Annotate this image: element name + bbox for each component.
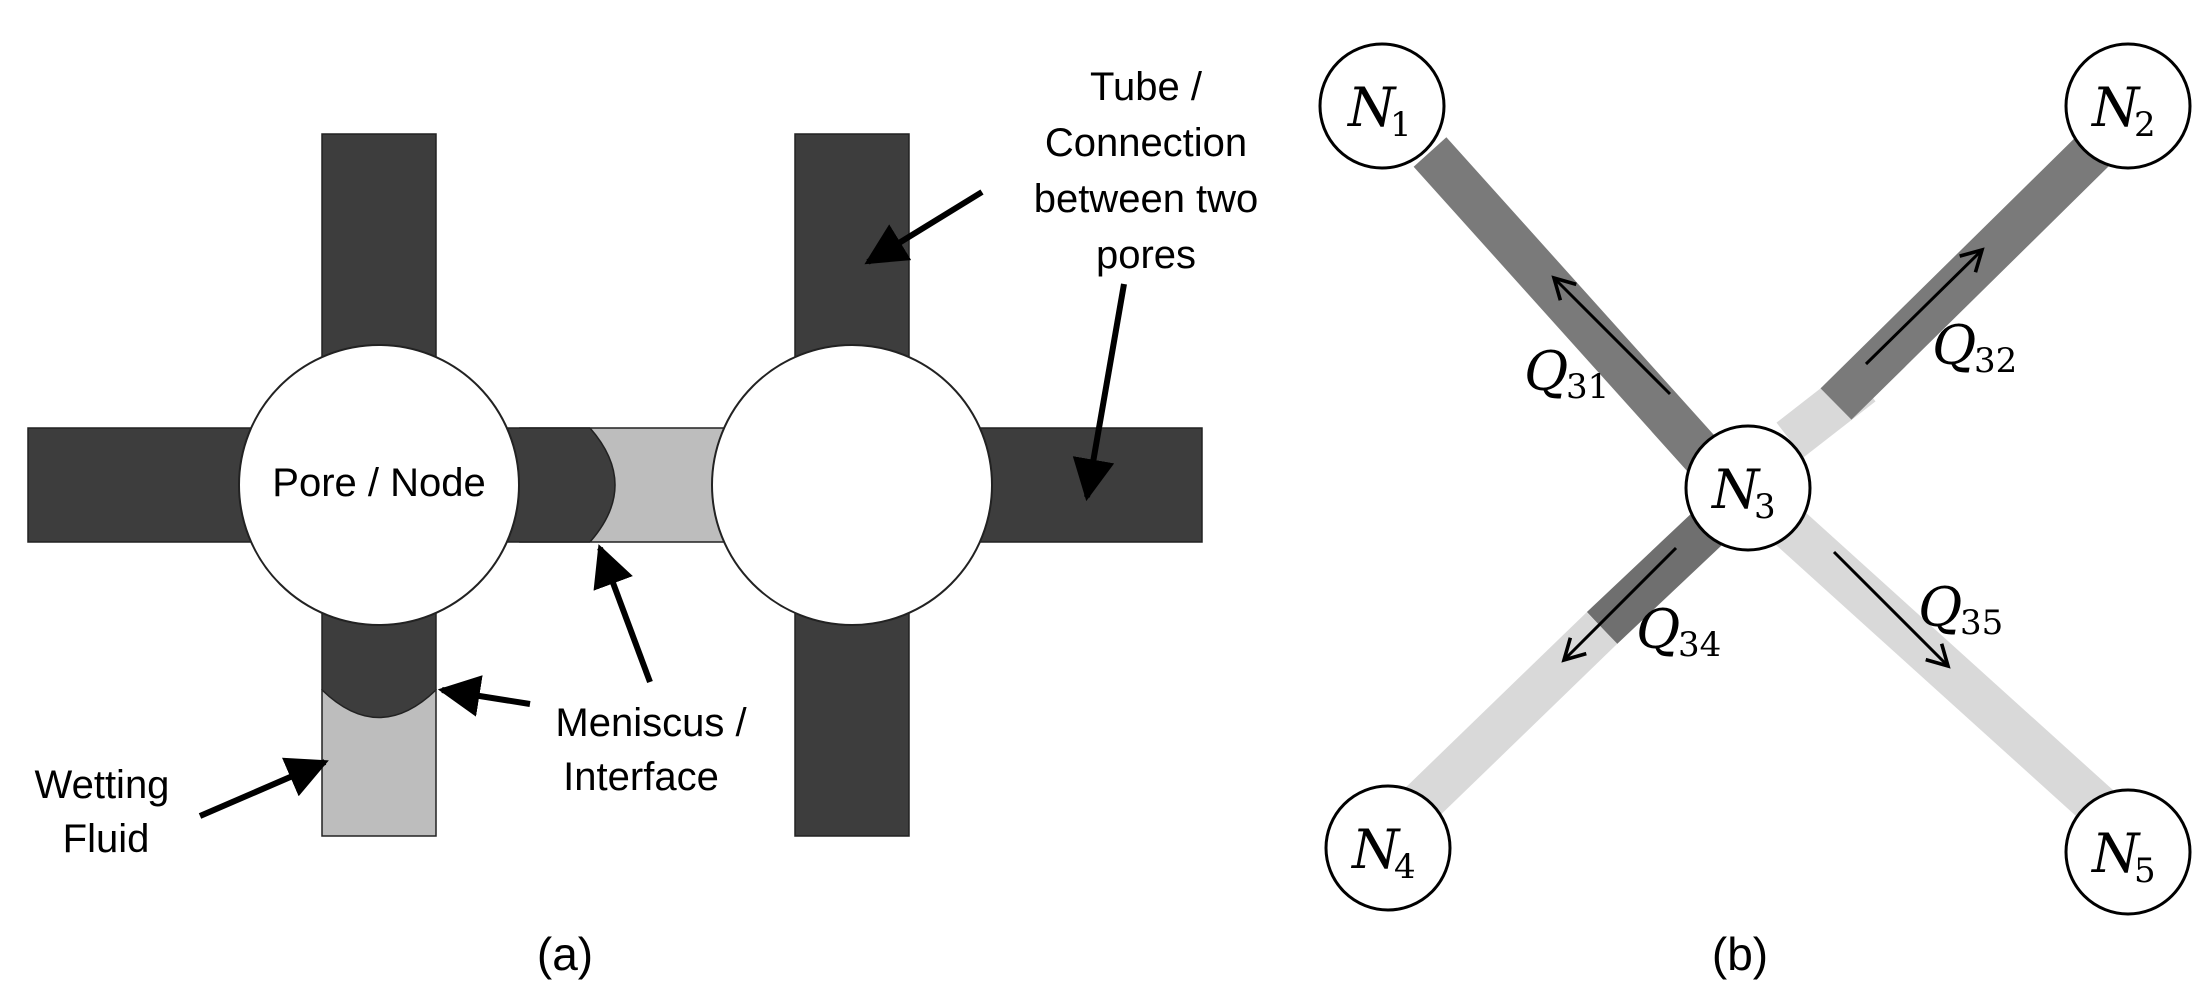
label-pore-node: Pore / Node [272, 461, 485, 505]
label-meniscus-2: Interface [563, 755, 719, 799]
node-n1-symbol: N [1346, 76, 1397, 139]
node-n5: N 5 [2064, 788, 2192, 916]
node-n5-index: 5 [2134, 851, 2156, 891]
label-meniscus-1: Meniscus / [555, 701, 747, 745]
node-n1-index: 1 [1390, 105, 1412, 145]
arrow-q32 [1864, 247, 1985, 366]
pore-left [238, 344, 520, 626]
label-q35-index: 35 [1960, 603, 2003, 643]
label-tube-4: pores [1096, 233, 1196, 277]
label-tube-2: Connection [1045, 121, 1247, 165]
node-n2: N 2 [2064, 42, 2192, 170]
node-n4-symbol: N [1350, 818, 1401, 881]
label-q34-symbol: Q [1636, 598, 1680, 661]
node-n4: N 4 [1324, 784, 1452, 912]
label-q35: Q 35 [1918, 576, 2003, 643]
label-q34: Q 34 [1636, 598, 1721, 665]
node-n2-index: 2 [2134, 105, 2156, 145]
label-q32-symbol: Q [1932, 314, 1976, 377]
meniscus-middle [589, 427, 616, 543]
caption-b: (b) [1712, 928, 1768, 980]
tube-n3-n1 [1413, 137, 1731, 483]
arrow-tube-top [864, 189, 984, 265]
label-tube-3: between two [1034, 177, 1259, 221]
panel-b: N 1 N 2 N 3 N 4 N 5 Q 31 Q 3 [1318, 42, 2192, 980]
node-n5-symbol: N [2090, 822, 2141, 885]
arrow-q35 [1832, 550, 1951, 669]
arrow-meniscus-middle [593, 544, 653, 684]
tube-n3-n4-empty [1398, 612, 1618, 826]
tube-n3-n2-filled [1820, 128, 2116, 420]
tube-right-bottom [794, 599, 910, 837]
tube-left-top [321, 133, 437, 365]
node-n3-symbol: N [1710, 458, 1761, 521]
label-q32-index: 32 [1974, 341, 2017, 381]
node-n2-symbol: N [2090, 76, 2141, 139]
arrow-wetting-fluid [198, 757, 329, 819]
label-wetting-2: Fluid [63, 817, 150, 861]
tube-n3-n4-filled [1586, 511, 1724, 645]
tube-right-right [959, 427, 1203, 543]
label-q35-symbol: Q [1918, 576, 1962, 639]
arrow-q34 [1561, 546, 1678, 663]
label-wetting-1: Wetting [35, 763, 170, 807]
label-q32: Q 32 [1932, 314, 2017, 381]
label-tube-1: Tube / [1090, 65, 1203, 109]
arrow-tube-right [1072, 283, 1127, 502]
label-q34-index: 34 [1678, 625, 1721, 665]
node-n1: N 1 [1318, 42, 1446, 170]
meniscus-bottom [321, 689, 437, 719]
panel-a: Pore / Node Tube / Connection between tw… [27, 65, 1259, 980]
node-n3: N 3 [1684, 424, 1812, 552]
arrow-q31 [1551, 275, 1672, 396]
label-q31-symbol: Q [1524, 340, 1568, 403]
arrow-meniscus-bottom [437, 675, 531, 717]
node-n4-index: 4 [1394, 847, 1416, 887]
label-q31-index: 31 [1566, 367, 1609, 407]
label-q31: Q 31 [1524, 340, 1609, 407]
pore-right [711, 344, 993, 626]
node-n3-index: 3 [1754, 487, 1776, 527]
caption-a: (a) [537, 928, 593, 980]
tube-n3-n5 [1775, 511, 2115, 825]
